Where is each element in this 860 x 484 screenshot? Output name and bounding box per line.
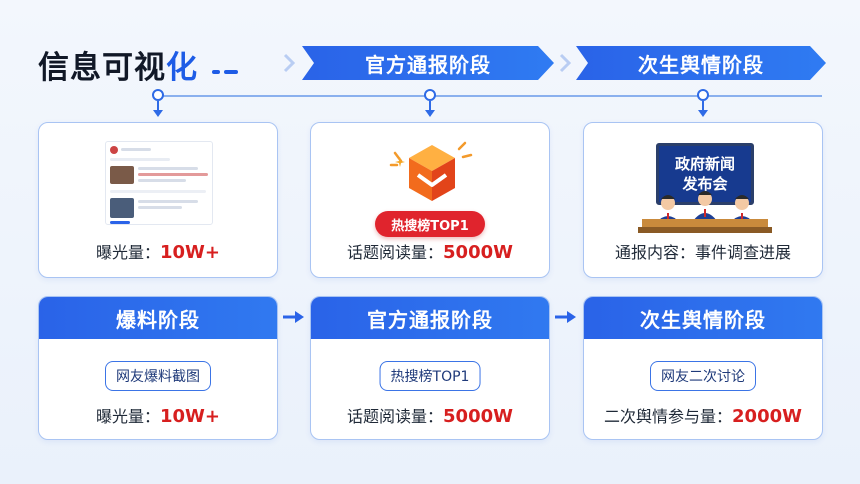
timeline-node [424,89,436,101]
caption-value: 5000W [443,242,513,263]
hot-search-badge: 热搜榜TOP1 [375,211,485,237]
leak-screenshot-image [105,141,213,225]
stage-card-header: 爆料阶段 [39,297,277,339]
caption-label: 话题阅读量： [347,407,444,426]
arrow-right-icon [555,311,576,323]
caption-label: 话题阅读量： [347,243,444,262]
top-card-leak: 曝光量：10W+ [38,122,278,278]
timeline-arrow [425,110,435,117]
stage-card-header: 次生舆情阶段 [584,297,822,339]
stage-card-tag: 网友二次讨论 [650,361,756,391]
top-card-secondary-caption: 通报内容：事件调查进展 [584,239,822,263]
banner-label: 官方通报阶段 [365,52,491,77]
press-screen-line1: 政府新闻 [674,155,735,173]
page-title-accent: 化 [166,50,198,86]
title-underline-decoration [212,70,238,74]
press-conference-icon [638,191,772,233]
banner-official-report: 官方通报阶段 [302,46,554,80]
timeline-stem [429,101,431,111]
stage-card-tag: 热搜榜TOP1 [379,361,481,391]
stage-card-caption: 二次舆情参与量：2000W [584,403,822,427]
caption-label: 曝光量： [95,243,160,262]
caption-value: 10W+ [160,242,220,263]
timeline-node [152,89,164,101]
stage-card-leak: 爆料阶段 网友爆料截图 曝光量：10W+ [38,296,278,440]
stage-card-caption: 曝光量：10W+ [39,403,277,427]
timeline-arrow [153,110,163,117]
stage-card-secondary: 次生舆情阶段 网友二次讨论 二次舆情参与量：2000W [583,296,823,440]
caption-label: 曝光量： [95,407,160,426]
caption-value: 5000W [443,406,513,427]
timeline-node [697,89,709,101]
top-card-official-caption: 话题阅读量：5000W [311,239,549,263]
top-card-secondary: 政府新闻 发布会 通报内容：事件调查进展 [583,122,823,278]
cube-icon [389,141,473,201]
chevron-right-icon [283,53,296,73]
arrow-right-icon [283,311,304,323]
banner-secondary-opinion: 次生舆情阶段 [576,46,826,80]
timeline-stem [702,101,704,111]
caption-value: 2000W [732,406,802,427]
stage-card-title: 次生舆情阶段 [640,307,766,332]
press-screen-line2: 发布会 [682,175,728,193]
caption-label: 二次舆情参与量： [604,407,733,426]
timeline [158,95,822,97]
top-card-official: 热搜榜TOP1 话题阅读量：5000W [310,122,550,278]
page-title-main: 信息可视 [38,50,166,86]
banner-label: 次生舆情阶段 [638,52,764,77]
stage-card-title: 爆料阶段 [116,307,200,332]
chevron-right-icon [559,53,572,73]
press-screen: 政府新闻 发布会 [656,143,754,205]
stage-card-official: 官方通报阶段 热搜榜TOP1 话题阅读量：5000W [310,296,550,440]
hot-search-badge-label: 热搜榜TOP1 [391,218,469,234]
top-card-leak-caption: 曝光量：10W+ [39,239,277,263]
stage-card-caption: 话题阅读量：5000W [311,403,549,427]
caption-text: 通报内容：事件调查进展 [614,243,791,262]
timeline-stem [157,101,159,111]
page-title: 信息可视化 [38,42,198,87]
stage-card-title: 官方通报阶段 [367,307,493,332]
stage-card-tag: 网友爆料截图 [105,361,211,391]
sparkle-icon [395,157,405,167]
stage-card-header: 官方通报阶段 [311,297,549,339]
caption-value: 10W+ [160,406,220,427]
timeline-arrow [698,110,708,117]
